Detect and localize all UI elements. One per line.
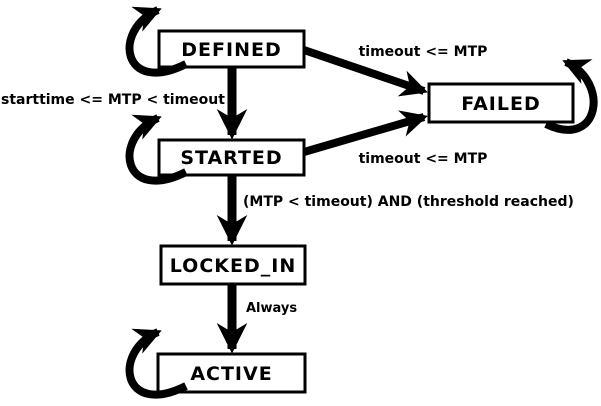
- self-loop-arrow-active: [125, 328, 188, 399]
- transition-label-locked-in-to-active: Always: [246, 301, 297, 316]
- state-label-started: STARTED: [180, 147, 282, 169]
- transition-label-defined-to-started: starttime <= MTP < timeout: [1, 92, 225, 108]
- transition-label-started-to-failed: timeout <= MTP: [359, 151, 488, 167]
- transition-arrow-started-to-failed: [302, 110, 428, 156]
- self-loop-arrow-defined: [125, 6, 188, 77]
- state-label-active: ACTIVE: [190, 363, 272, 385]
- transition-arrow-defined-to-failed: [302, 46, 428, 97]
- state-box-locked-in: [159, 244, 307, 286]
- state-label-defined: DEFINED: [181, 39, 281, 61]
- transition-label-started-to-locked-in: (MTP < timeout) AND (threshold reached): [243, 194, 574, 210]
- self-loop-arrow-failed: [544, 58, 598, 134]
- state-box-failed: [427, 82, 575, 124]
- transition-label-defined-to-failed: timeout <= MTP: [359, 44, 488, 60]
- state-label-locked-in: LOCKED_IN: [170, 255, 296, 277]
- self-loop-arrow-started: [125, 114, 188, 185]
- state-label-failed: FAILED: [461, 93, 540, 115]
